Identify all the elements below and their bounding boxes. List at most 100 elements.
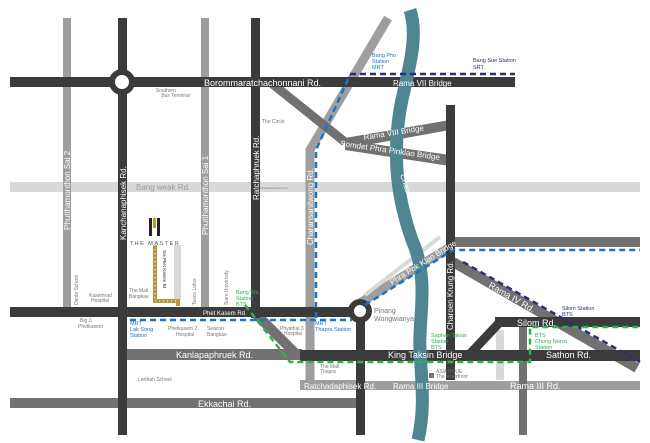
station-badge: MRT — [130, 321, 142, 327]
poi-bigc-2: Phetkasem — [78, 324, 103, 330]
station-badge: BTS — [562, 312, 573, 318]
label-bang-weak: Bang weak Rd. — [136, 183, 190, 192]
road-ratchaphruek — [251, 18, 260, 318]
label-sathon: Sathon Rd. — [546, 350, 591, 360]
poi-lerthah: Lerthah School — [138, 377, 172, 383]
road-minor-2 — [174, 245, 181, 300]
project-access-dots — [154, 245, 178, 302]
poi-phyathai: Phyathai 3 — [280, 326, 304, 332]
station-badge: MRT — [315, 321, 327, 327]
poi-circle: The Circle — [262, 119, 285, 125]
station-name: Saphan Taksin — [431, 333, 467, 339]
chao-phraya-river — [389, 7, 429, 442]
poi-mall-thapra-2: Thapra — [320, 369, 336, 375]
poi-phyathai-2: Hospital — [284, 331, 302, 337]
road-bang-weak — [10, 182, 640, 192]
road-ratchadaphisek — [300, 380, 365, 390]
bts-line[interactable] — [244, 304, 640, 364]
poi-pinang: Pinang — [374, 308, 396, 315]
poi-asiatique-2: The Riverfront — [436, 374, 468, 380]
label-phut1: Phutthamonthon Sai 1 — [201, 155, 210, 235]
station-bang-sue[interactable]: Bang Sue Station SRT — [473, 58, 516, 71]
station-badge: MRT — [372, 65, 384, 71]
poi-seacon-2: Bangkae — [207, 332, 227, 338]
label-ratchada: Ratchadaphisek Rd. — [304, 382, 376, 391]
station-name: Station — [130, 333, 147, 339]
road-phet-kasem — [10, 307, 360, 317]
poi-denla: Denla School — [74, 275, 80, 305]
label-kanlapa: Kanlapaphruek Rd. — [176, 350, 253, 360]
road-phutthamonthon-sai-2 — [63, 18, 71, 312]
station-thapra[interactable]: MRT Thapra Station — [315, 321, 351, 333]
station-bang-pho[interactable]: Bang Pho Station MRT — [372, 53, 396, 71]
poi-phetkasem2: Phetkasem 2 — [168, 326, 197, 332]
station-name: Bang Sue Station — [473, 58, 516, 64]
srt-line-rama4[interactable] — [462, 260, 641, 364]
road-phutthamonthon-sai-1 — [201, 18, 209, 312]
label-ratchaphruek: Ratchaphruek Rd. — [252, 136, 261, 200]
poi-southern: Southern — [156, 88, 177, 94]
road-diagonal-connector — [267, 78, 348, 146]
label-soi-charan: Soi Charansanitwong 13 — [255, 186, 288, 190]
poi-phetkasem2-2: Hospital — [176, 332, 194, 338]
station-silom[interactable]: Silom Station BTS — [562, 306, 594, 318]
project-name: THE MASTER — [130, 241, 180, 247]
road-kanlapaphruek — [122, 349, 302, 360]
label-ekkachai: Ekkachai Rd. — [198, 399, 251, 409]
station-bang-wa[interactable]: Bang Wa Station BTS — [236, 290, 259, 308]
station-badge: BTS — [236, 302, 247, 308]
station-name: Thapra Station — [315, 327, 351, 333]
poi-mall-bangkae: The Mall — [129, 288, 148, 294]
station-name: Silom Station — [562, 306, 594, 312]
poi-pinang-2: Wongwianyai — [374, 316, 416, 323]
station-name: Bang Wa — [236, 290, 259, 296]
soi-label: Soi Phet Kasem 84 — [162, 250, 167, 289]
road-vertical-sathon — [519, 322, 527, 435]
label-phet-kasem: Phet Kasem Rd. — [203, 311, 247, 317]
poi-seacon: Seacon — [207, 326, 224, 332]
station-lak-song[interactable]: MRT Lak Song Station — [130, 321, 153, 339]
mrt-line-north[interactable] — [314, 74, 352, 318]
roundabout-kanchanaphisek — [109, 69, 135, 95]
roundabout-pinang — [348, 299, 372, 323]
road-ekkachai — [10, 398, 360, 408]
station-name: Bang Pho — [372, 53, 396, 59]
road-rama3 — [360, 381, 640, 390]
road-phra-pok-klao — [357, 241, 456, 307]
poi-bigc: Big C — [80, 318, 93, 324]
label-rama3-bridge: Rama III Bridge — [393, 382, 449, 391]
station-badge: BTS — [431, 345, 442, 351]
mrt-line-east[interactable] — [364, 248, 640, 307]
poi-asiatique: ASIATIQUE — [436, 369, 463, 375]
station-name: Chong Nonsi — [535, 339, 567, 345]
station-saphan-taksin[interactable]: Saphan Taksin Station BTS — [431, 333, 467, 351]
label-taksin-bridge: King Taksin Bridge — [388, 350, 462, 360]
station-name: Station — [535, 345, 552, 351]
label-borom: Borommaratchachonnani Rd. — [204, 78, 321, 88]
road-silom-link — [464, 318, 504, 360]
label-kanchana: Kanchanaphisek Rd. — [119, 166, 128, 240]
label-phut2: Phutthamonthon Sai 2 — [63, 150, 72, 230]
label-rama7-bridge: Rama VII Bridge — [393, 79, 452, 88]
station-name: Station — [372, 59, 389, 65]
road-pinang-south — [356, 311, 365, 435]
poi-southern-2: Bus Terminal — [161, 93, 190, 99]
poi-asiatique-marker — [429, 373, 434, 378]
poi-mall-bangkae-2: Bangkae — [129, 294, 149, 300]
road-borommaratchachonnani — [10, 77, 515, 87]
poi-kasemrad: Kasemrad — [89, 293, 112, 299]
poi-siam-university: Siam University — [224, 270, 230, 305]
poi-mall-thapra: The Mall — [320, 364, 339, 370]
station-badge: SRT — [473, 65, 485, 71]
station-badge: BTS — [535, 333, 546, 339]
label-rama3-rd: Rama III Rd. — [510, 381, 561, 391]
road-charoen-krung — [446, 105, 455, 380]
station-chong-nonsi[interactable]: BTS Chong Nonsi Station — [535, 333, 567, 351]
the-master-logo: THE MASTER — [130, 218, 180, 247]
poi-kasemrad-2: Hospital — [91, 298, 109, 304]
label-silom: Silom Rd. — [517, 318, 556, 328]
road-kanchanaphisek — [118, 18, 127, 435]
label-charan: Charansanitwong Rd. — [306, 168, 315, 245]
poi-tesco: Tesco Lotus — [192, 278, 198, 305]
